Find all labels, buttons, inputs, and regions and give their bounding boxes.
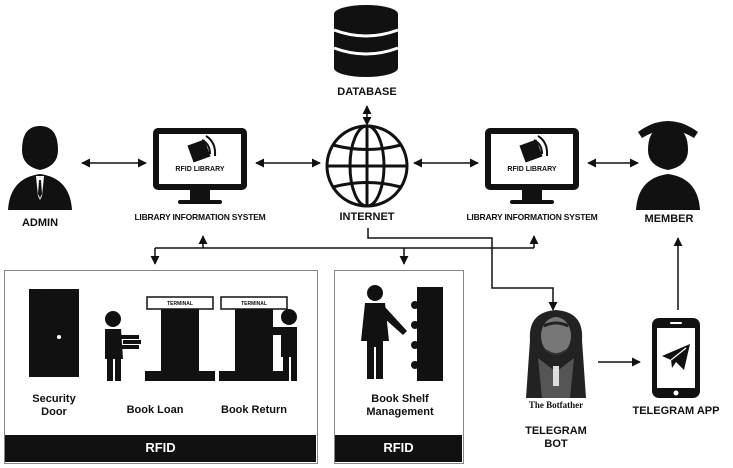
book-shelf-label: Book Shelf Management — [340, 393, 460, 419]
terminal-1-label: TERMINAL — [167, 301, 193, 307]
door-icon — [29, 289, 79, 377]
person-return-icon — [263, 309, 297, 381]
member-label: MEMBER — [644, 213, 694, 225]
telegram-bot-label: TELEGRAM BOT — [520, 425, 592, 451]
bookshelf-icon — [411, 287, 443, 381]
terminal-2-label: TERMINAL — [241, 301, 267, 307]
botfather-icon — [526, 310, 586, 414]
internet-label: INTERNET — [339, 211, 395, 223]
rfid-library-left-logo: RFID LIBRARY — [175, 166, 225, 173]
telegram-bot-label-line1: TELEGRAM — [525, 425, 587, 437]
terminal-icon — [219, 296, 289, 381]
globe-icon — [325, 124, 409, 208]
rfid-panel-right: Book Shelf Management RFID — [334, 270, 464, 464]
security-door-label: Security Door — [19, 393, 89, 419]
admin-label: ADMIN — [21, 217, 59, 229]
internet-bot-arrow — [367, 228, 558, 311]
rfid-footer-left: RFID — [5, 435, 316, 462]
book-shelf-line1: Book Shelf — [371, 393, 429, 405]
security-door-line1: Security — [32, 393, 76, 405]
book-loan-label: Book Loan — [126, 404, 184, 416]
database-label: DATABASE — [337, 86, 397, 98]
rfid-library-right-logo: RFID LIBRARY — [507, 166, 557, 173]
monitor-icon — [153, 128, 247, 204]
terminal-icon — [145, 296, 215, 381]
lis-right-label: LIBRARY INFORMATION SYSTEM — [466, 212, 598, 222]
database-icon — [333, 5, 399, 77]
rfid-panel-left: TERMINAL TERMINAL Security Door Book Loa… — [4, 270, 318, 464]
phone-telegram-icon — [652, 318, 700, 398]
person-standing-icon — [361, 285, 407, 379]
book-shelf-line2: Management — [366, 406, 434, 418]
lis-left-label: LIBRARY INFORMATION SYSTEM — [134, 212, 266, 222]
lis-rfid-connectors — [150, 235, 539, 265]
security-door-line2: Door — [41, 406, 67, 418]
admin-person-icon — [8, 126, 72, 210]
member-person-icon — [636, 121, 700, 210]
telegram-bot-label-line2: BOT — [544, 438, 568, 450]
botfather-logo-text: The Botfather — [528, 400, 584, 410]
monitor-icon — [485, 128, 579, 204]
book-return-label: Book Return — [221, 404, 287, 416]
telegram-app-label: TELEGRAM APP — [632, 405, 720, 417]
person-books-icon — [105, 311, 141, 381]
rfid-footer-right: RFID — [335, 435, 462, 462]
